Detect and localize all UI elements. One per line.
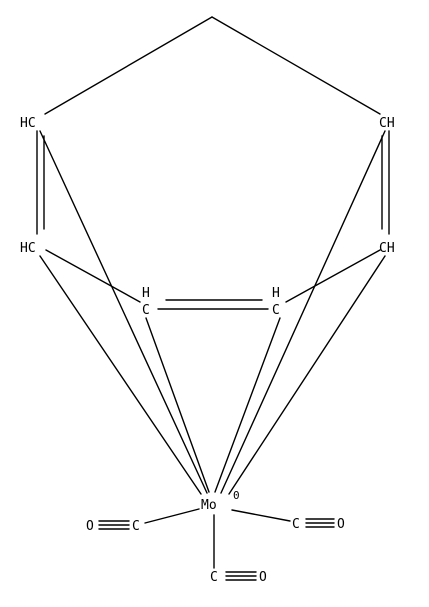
atom-label-c3-h: H	[142, 286, 150, 301]
bond-c2-c3	[45, 249, 141, 303]
atom-label-c6: CH	[379, 116, 395, 131]
atom-label-c1: HC	[20, 116, 36, 131]
coordination-bonds	[39, 130, 386, 495]
atom-label-c4-h: H	[272, 286, 280, 301]
bond-c5-c4	[285, 249, 381, 303]
ring-bonds	[36, 16, 390, 310]
atom-label-c5: CH	[379, 241, 395, 256]
bond-ch2-c1	[44, 16, 213, 115]
atom-label-co-right-o: O	[337, 517, 345, 532]
atom-label-co-right-c: C	[292, 517, 300, 532]
atom-label-c3: C	[142, 303, 150, 318]
bond-mo-co-left	[144, 508, 200, 524]
bond-mo-c1	[39, 130, 208, 494]
bond-mo-c3	[145, 317, 210, 493]
atom-label-co-bottom-o: O	[259, 570, 267, 585]
atom-label-metal: Mo	[201, 498, 217, 513]
bond-mo-c4	[214, 317, 281, 493]
bond-mo-c2	[39, 255, 202, 495]
bond-mo-co-right	[231, 509, 291, 522]
atom-label-c4: C	[272, 303, 280, 318]
bond-ch2-c6	[211, 16, 381, 115]
carbonyl-bonds	[98, 508, 335, 581]
atom-labels: HC HC H C H C CH CH Mo 0 O C C O C O	[20, 116, 395, 585]
atom-label-c2: HC	[20, 241, 36, 256]
bond-mo-c5	[228, 255, 386, 495]
atom-label-co-left-o: O	[86, 519, 94, 534]
atom-label-co-bottom-c: C	[210, 570, 218, 585]
bond-mo-c6	[220, 130, 386, 494]
atom-label-co-left-c: C	[132, 519, 140, 534]
metal-charge-label: 0	[233, 489, 240, 502]
